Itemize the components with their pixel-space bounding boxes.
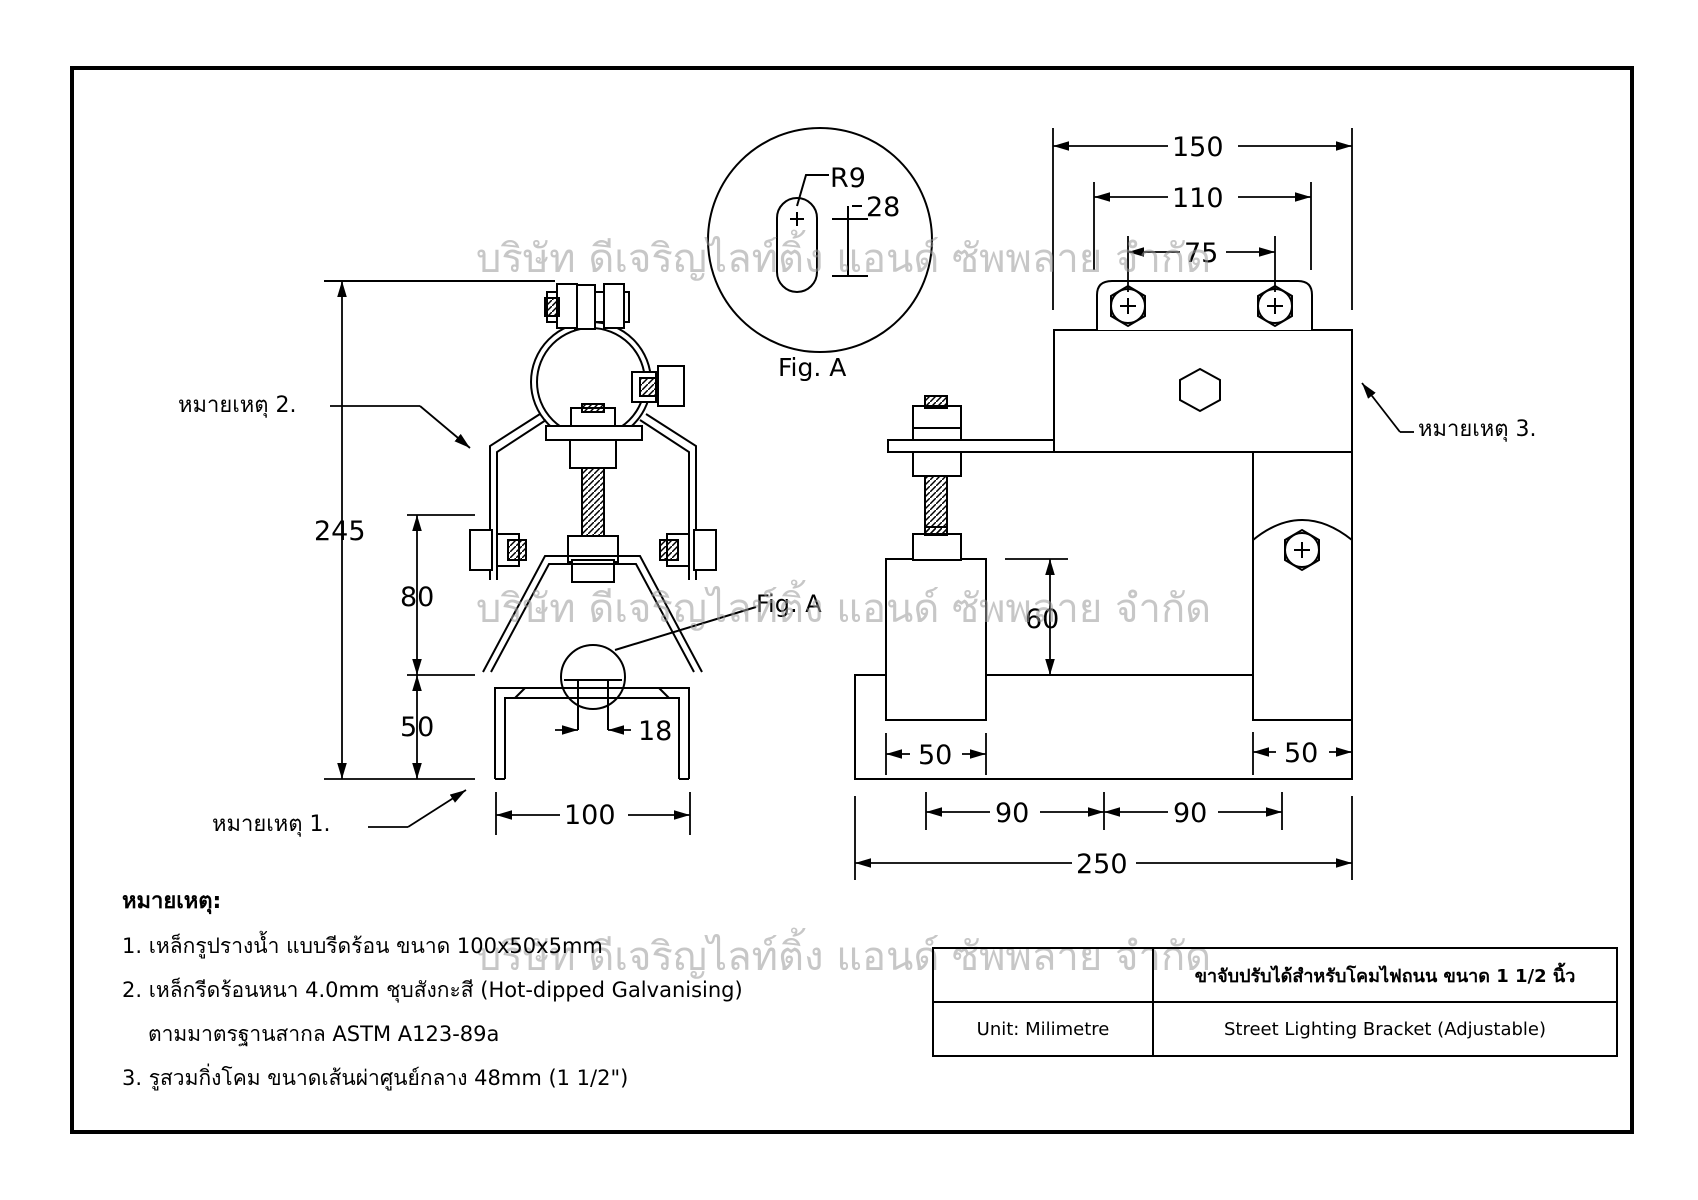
dim-width-100: 100	[564, 800, 616, 831]
dim-top-150: 150	[1172, 132, 1224, 163]
side-view-bolt-marks	[1120, 298, 1310, 558]
title-block-empty-cell	[932, 947, 1154, 1003]
fig-a-slot-dim: 28	[866, 192, 900, 223]
fig-a-radius-label: R9	[830, 163, 866, 194]
leader-note-3-label: หมายเหตุ 3.	[1418, 417, 1537, 442]
note-line-1: 1. เหล็กรูปรางน้ำ แบบรีดร้อน ขนาด 100x50…	[122, 934, 603, 958]
leader-note-2	[330, 405, 471, 449]
front-view-dims	[324, 281, 691, 835]
dim-top-110: 110	[1172, 183, 1224, 214]
note-line-3: 3. รูสวมกิ่งโคม ขนาดเส้นผ่าศูนย์กลาง 48m…	[122, 1066, 629, 1090]
side-view-dims	[854, 128, 1353, 880]
note-line-2b: ตามมาตรฐานสากล ASTM A123-89a	[148, 1022, 500, 1046]
dim-right-50: 50	[1284, 738, 1318, 769]
fig-a-detail	[707, 127, 933, 353]
front-view	[324, 280, 757, 780]
drawing-border	[70, 66, 1634, 1134]
watermark-middle: บริษัท ดีเจริญไลท์ติ้ง แอนด์ ซัพพลาย จำก…	[476, 579, 1211, 632]
side-view	[854, 280, 1353, 780]
dim-hole-18: 18	[638, 716, 672, 747]
watermark-top: บริษัท ดีเจริญไลท์ติ้ง แอนด์ ซัพพลาย จำก…	[476, 229, 1211, 282]
dim-overall-250: 250	[1076, 849, 1128, 880]
fig-a-caption: Fig. A	[778, 353, 846, 382]
title-block: ขาจับปรับได้สำหรับโคมไฟถนน ขนาด 1 1/2 นิ…	[932, 947, 1618, 1057]
notes-heading: หมายเหตุ:	[122, 889, 222, 914]
dim-span-90-left: 90	[995, 798, 1029, 829]
fig-a-callout: Fig. A	[756, 590, 822, 618]
dim-block-60: 60	[1025, 604, 1059, 635]
dim-top-75: 75	[1184, 238, 1218, 269]
title-block-title-th: ขาจับปรับได้สำหรับโคมไฟถนน ขนาด 1 1/2 นิ…	[1152, 947, 1618, 1003]
notes-block: หมายเหตุ: 1. เหล็กรูปรางน้ำ แบบรีดร้อน ข…	[122, 880, 743, 1100]
dim-height-50: 50	[400, 712, 434, 743]
dim-span-90-right: 90	[1173, 798, 1207, 829]
note-line-2: 2. เหล็กรีดร้อนหนา 4.0mm ชุบสังกะสี (Hot…	[122, 978, 743, 1002]
leader-note-3	[1361, 382, 1414, 433]
dim-left-50: 50	[918, 740, 952, 771]
title-block-title-en: Street Lighting Bracket (Adjustable)	[1152, 1001, 1618, 1057]
title-block-unit: Unit: Milimetre	[932, 1001, 1154, 1057]
leader-note-2-label: หมายเหตุ 2.	[178, 393, 297, 418]
dim-overall-height: 245	[314, 516, 366, 547]
leader-note-1-label: หมายเหตุ 1.	[212, 812, 331, 837]
leader-note-1	[368, 789, 467, 828]
dim-height-80: 80	[400, 582, 434, 613]
